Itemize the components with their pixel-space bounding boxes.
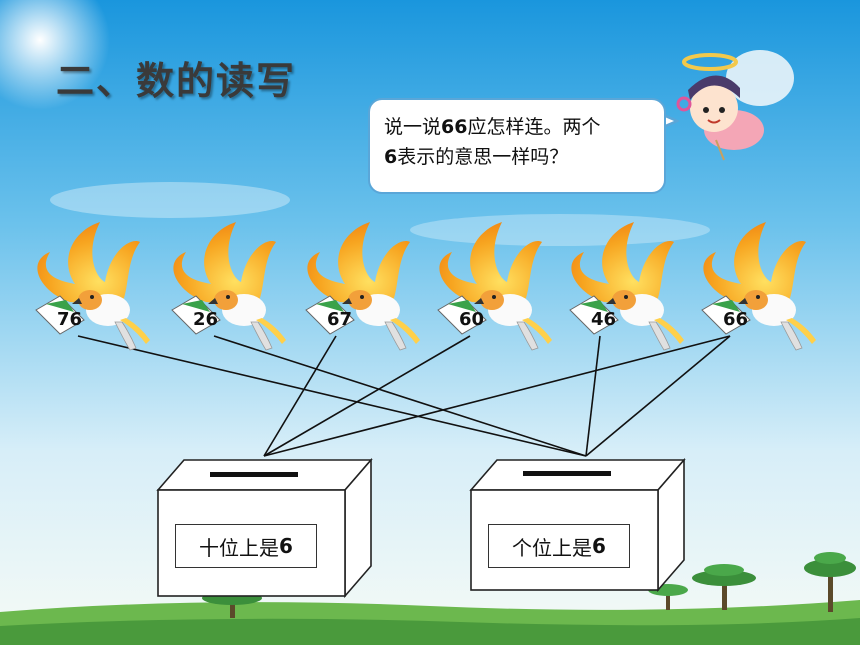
bird-icon: [702, 221, 817, 351]
bird-icon: [306, 221, 421, 351]
tens-label-digit: 6: [279, 534, 293, 558]
ones-label-digit: 6: [592, 534, 606, 558]
tree-icon: [692, 564, 756, 610]
bird-number-26[interactable]: 26: [193, 309, 219, 330]
page-title: 二、数的读写: [56, 59, 297, 103]
line-46-ones: [585, 335, 601, 457]
bird-number-46[interactable]: 46: [591, 309, 617, 330]
bubble-number-6: 6: [384, 146, 398, 168]
bird-icon: [438, 221, 553, 351]
bird-icon: [172, 221, 287, 351]
ones-label-text: 个位上是: [512, 535, 593, 560]
line-66-ones: [585, 335, 731, 457]
bubble-text-1: 说一说: [384, 116, 442, 138]
line-60-tens: [263, 335, 471, 457]
angel-icon: [676, 50, 794, 161]
bird-icon: [570, 221, 685, 351]
bubble-text-3: 表示的意思一样吗？: [397, 146, 569, 168]
box-slot: [523, 471, 611, 476]
bird-number-66[interactable]: 66: [723, 309, 749, 330]
bird-number-67[interactable]: 67: [327, 309, 353, 330]
bird-icon: [36, 221, 151, 351]
bird-number-60[interactable]: 60: [459, 309, 485, 330]
bird-number-76[interactable]: 76: [57, 309, 83, 330]
line-66-tens: [263, 335, 731, 457]
bubble-number-66: 66: [441, 116, 468, 138]
speech-bubble: 说一说66应怎样连。两个 6表示的意思一样吗？: [368, 98, 666, 194]
line-26-ones: [213, 335, 587, 457]
sun-glow-icon: [0, 0, 110, 110]
box-slot: [210, 472, 298, 477]
bubble-text-2: 应怎样连。两个: [467, 116, 601, 138]
line-67-tens: [263, 335, 337, 457]
line-76-ones: [77, 335, 587, 457]
tens-label-text: 十位上是: [199, 535, 280, 560]
tree-icon: [804, 552, 856, 612]
